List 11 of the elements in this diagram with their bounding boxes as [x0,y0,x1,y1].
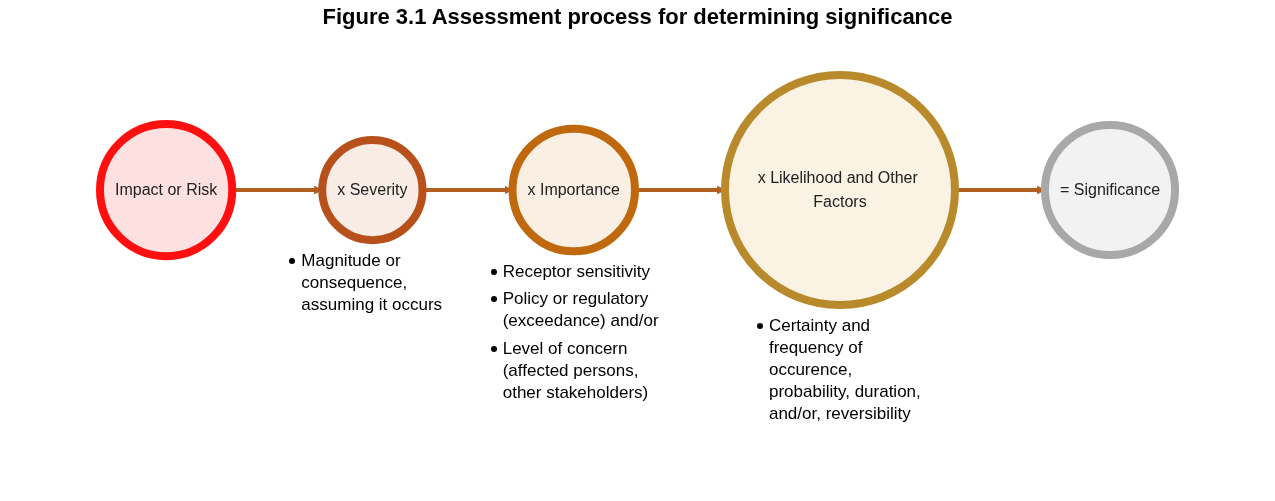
node-circle: = Significance [1040,120,1179,260]
bullet-text: Certainty and frequency of occurence, probability, duration, and/or, reversibility [754,315,925,426]
node-circle: x Importance [508,124,639,256]
node-circle: Impact or Risk [95,119,237,261]
bullet-text: Level of concern (affected persons, other stakeholders) [488,337,659,404]
node-circle: x Severity [318,135,427,245]
node-circle: x Likelihood and Other Factors [720,71,959,309]
bullet-text: Magnitude or consequence, assuming it occurs [287,250,458,317]
figure-title: Figure 3.1 Assessment process for determining significance [321,4,954,30]
bullet-text: Receptor sensitivity [488,261,659,284]
bullet-text: Policy or regulatory (exceedance) and/or [488,288,659,333]
